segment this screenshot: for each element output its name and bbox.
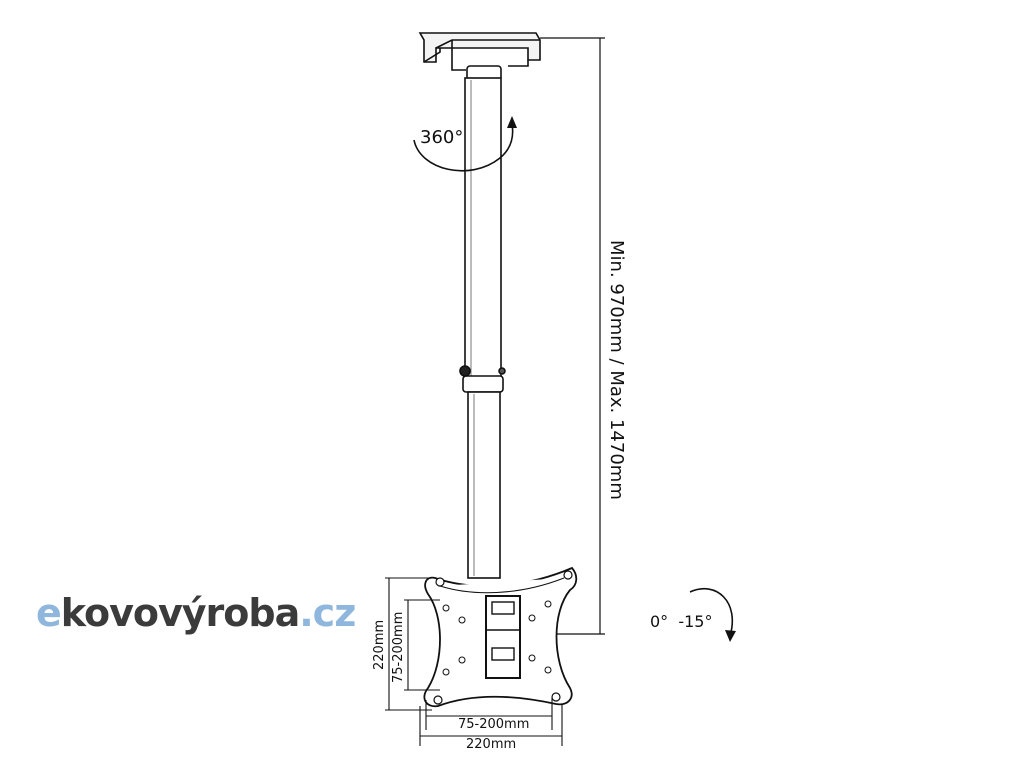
rotation-label: 360°: [420, 127, 463, 148]
logo-prefix: e: [36, 591, 61, 635]
outer-horizontal-label: 220mm: [466, 737, 516, 752]
pole-joint: [459, 365, 506, 393]
rotation-arrow: [413, 116, 517, 172]
tilt-label: 0° -15°: [650, 612, 712, 631]
ekovovyroba-logo: ekovovýroba.cz: [36, 591, 356, 635]
lower-pole: [467, 391, 501, 579]
vesa-mount-plate: [423, 566, 578, 708]
vertical-dimensions: [385, 577, 440, 711]
logo-suffix: .cz: [299, 591, 355, 635]
height-range-label: Min. 970mm / Max. 1470mm: [606, 240, 627, 500]
ceiling-bracket: [418, 32, 541, 81]
logo-text: ekovovýroba.cz: [36, 591, 355, 635]
height-dimension: [536, 37, 605, 635]
tilt-arrow: [689, 587, 736, 642]
inner-horizontal-label: 75-200mm: [458, 717, 529, 732]
horizontal-dimensions: [419, 698, 563, 746]
outer-vertical-label: 220mm: [372, 620, 387, 670]
logo-name: kovovýroba: [61, 591, 299, 635]
inner-vertical-label: 75-200mm: [391, 612, 406, 683]
upper-pole: [464, 77, 502, 381]
